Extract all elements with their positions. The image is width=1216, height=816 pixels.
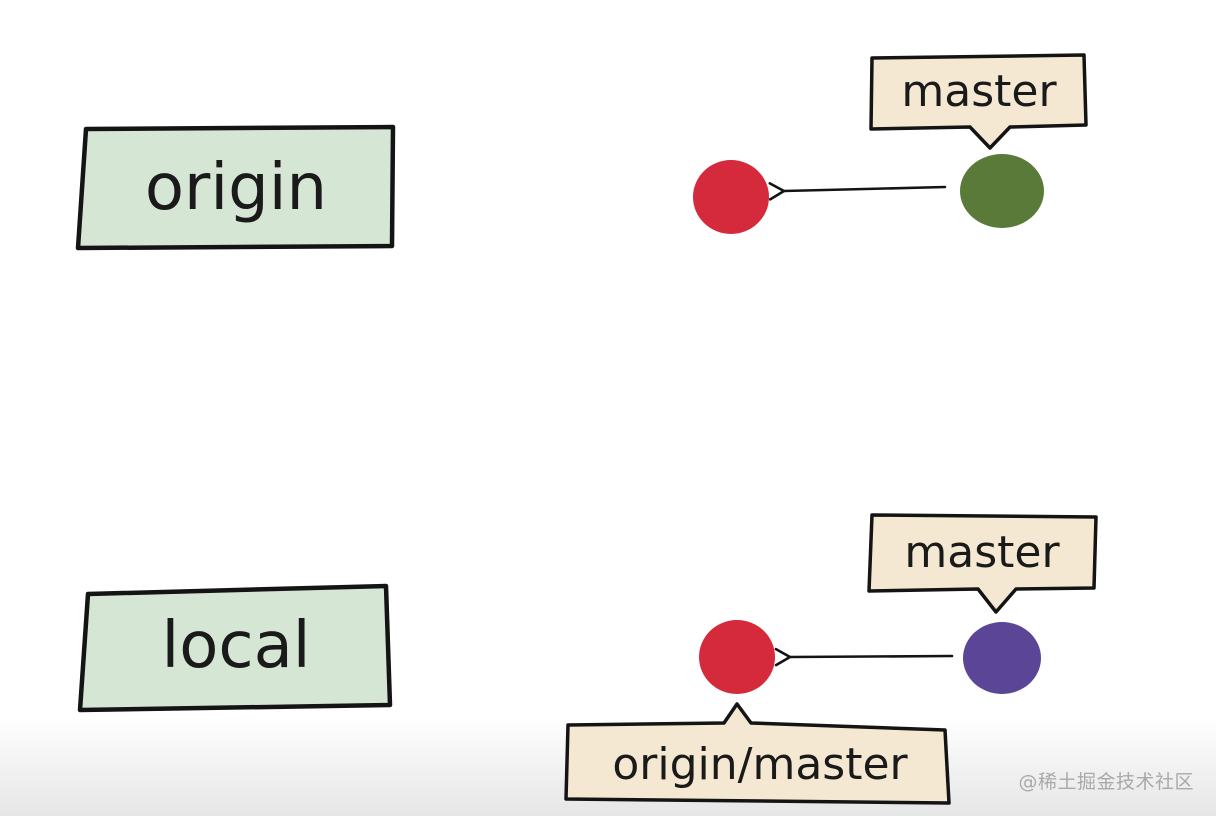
remote-branch-tag-callout <box>869 53 1088 150</box>
local-box-shape <box>77 583 393 713</box>
remote-box-shape <box>75 124 396 251</box>
local-branch-tag-label: master <box>904 527 1060 578</box>
remote-branch-tag: master <box>869 53 1088 150</box>
local-tracking-tag-label: origin/master <box>612 739 908 790</box>
local-tracking-tag: origin/master <box>564 702 951 805</box>
remote-branch-tag-label: master <box>901 66 1057 117</box>
local-repo-box: local <box>77 583 393 713</box>
local-branch-tag-callout <box>867 513 1098 614</box>
remote-repo-box: origin <box>75 124 396 251</box>
remote-parent-arrow <box>768 182 947 201</box>
local-commit-older <box>699 620 775 694</box>
local-branch-tag: master <box>867 513 1098 614</box>
watermark: @稀土掘金技术社区 <box>1018 771 1194 793</box>
local-parent-arrow <box>774 647 954 667</box>
local-box-label: local <box>161 609 310 683</box>
local-tracking-tag-callout <box>564 702 951 805</box>
remote-box-label: origin <box>145 151 327 225</box>
remote-commit-older <box>693 160 769 234</box>
local-commit-newer <box>963 622 1041 694</box>
remote-commit-newer <box>960 154 1044 228</box>
